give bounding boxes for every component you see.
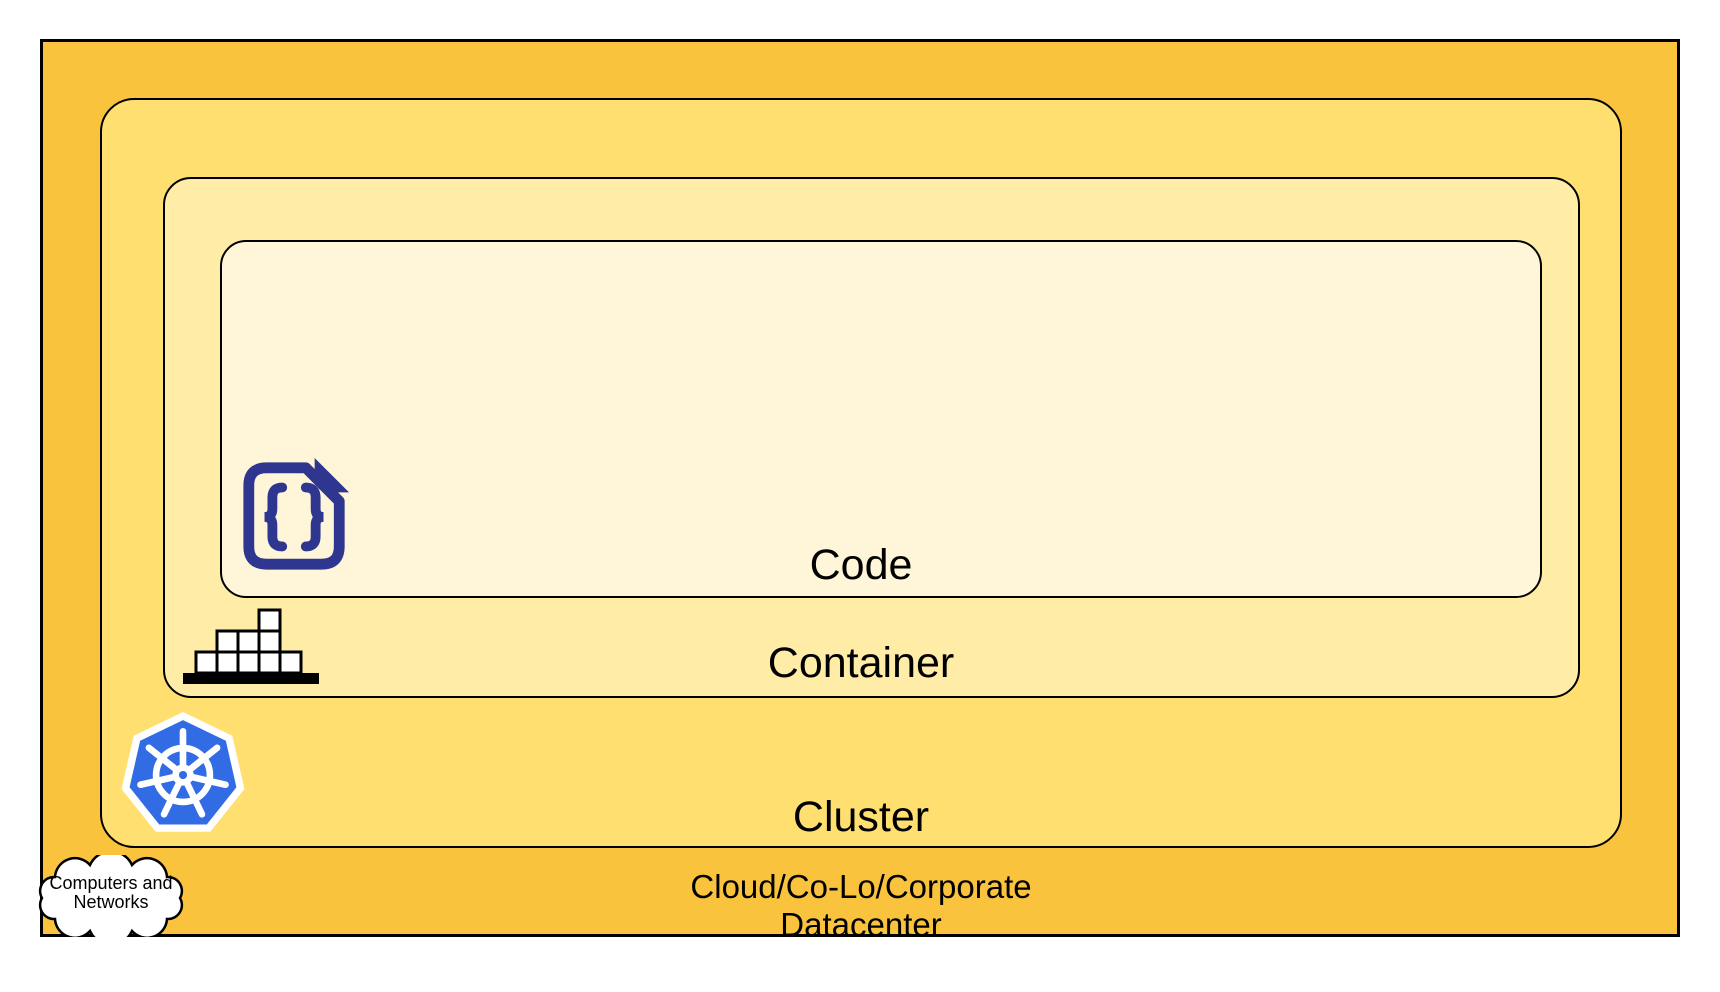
cloud-text-line1: Computers and [49, 873, 173, 893]
datacenter-label-line1: Cloud/Co-Lo/Corporate [690, 868, 1032, 905]
code-file-icon [237, 455, 353, 577]
datacenter-label-line2: Datacenter [780, 906, 942, 943]
code-label: Code [809, 541, 913, 589]
cloud-text-line2: Networks [73, 892, 149, 912]
cloud-outline [38, 855, 184, 937]
crate-cells [194, 608, 303, 675]
cluster-label: Cluster [792, 793, 930, 841]
container-stack-icon [183, 606, 319, 688]
container-label: Container [767, 639, 955, 687]
layer-cluster [100, 98, 1622, 848]
document-outline [243, 462, 345, 570]
layer-datacenter [40, 39, 1680, 937]
wheel-hub-center [178, 770, 188, 780]
layer-container [163, 177, 1580, 698]
kubernetes-helm-icon [118, 710, 248, 840]
layer-code [220, 240, 1542, 598]
datacenter-label: Cloud/Co-Lo/Corporate Datacenter [690, 868, 1031, 944]
stack-base-bar [183, 673, 319, 684]
right-brace-glyph [300, 482, 324, 552]
left-brace-glyph [264, 482, 288, 552]
cloud-shape-icon: Computers and Networks [36, 855, 186, 937]
cloud-callout-text: Computers and Networks [36, 855, 186, 937]
folded-corner [314, 458, 350, 493]
